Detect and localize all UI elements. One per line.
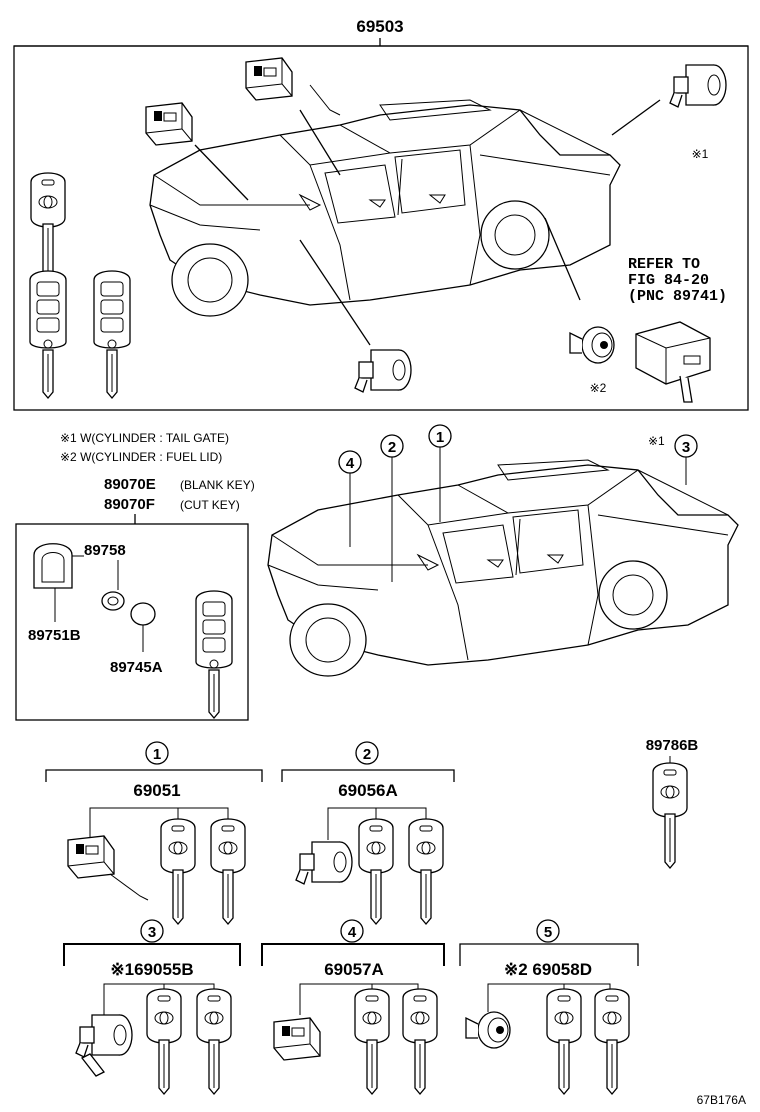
lock-cylinder-icon (295, 841, 353, 885)
middle-mark: ※1 (648, 434, 665, 448)
lock-cylinder-icon (354, 349, 412, 393)
kit1-number: 69051 (133, 781, 180, 800)
kit5-number: ※2 69058D (504, 960, 592, 979)
note-mark-1: ※1 (692, 147, 709, 161)
refer-line-1: REFER TO (628, 256, 700, 273)
part-89745a: 89745A (110, 659, 163, 676)
fuel-cylinder-icon (465, 1011, 511, 1049)
key-icon (30, 172, 66, 279)
note-2: ※2 W(CYLINDER : FUEL LID) (60, 450, 222, 464)
key-parts-frame (15, 523, 249, 721)
cut-key-desc: (CUT KEY) (180, 498, 240, 512)
battery-icon (130, 602, 156, 626)
kit1-circle: 1 (153, 746, 161, 763)
key-icon (354, 988, 390, 1095)
spare-key-number: 89786B (646, 737, 699, 754)
part-89758: 89758 (84, 542, 126, 559)
kit3-circle: 3 (148, 924, 156, 941)
callout-4: 4 (346, 455, 355, 472)
cut-key-number: 89070F (104, 496, 155, 513)
fob-key-icon (29, 270, 67, 399)
kit4-number: 69057A (324, 960, 384, 979)
kit3-number: ※169055B (110, 960, 193, 979)
ecu-module-icon (635, 321, 711, 403)
part-89751b: 89751B (28, 627, 81, 644)
callout-2: 2 (388, 439, 396, 456)
lock-cylinder-icon (273, 1017, 321, 1061)
kit2-number: 69056A (338, 781, 398, 800)
diagram-code: 67B176A (697, 1093, 746, 1107)
lock-cylinder-icon (669, 64, 727, 108)
truck-illustration-middle (267, 459, 739, 677)
refer-line-2: FIG 84-20 (628, 272, 709, 289)
kit2-circle: 2 (363, 746, 371, 763)
fuel-cylinder-icon (569, 326, 615, 364)
callout-3: 3 (682, 439, 690, 456)
note-mark-2: ※2 (590, 381, 607, 395)
lock-cylinder-icon (245, 57, 293, 101)
callout-1: 1 (436, 429, 444, 446)
kit4-circle: 4 (348, 924, 357, 941)
blank-key-number: 89070E (104, 476, 156, 493)
key-icon (358, 818, 394, 925)
key-icon (408, 818, 444, 925)
key-icon (546, 988, 582, 1095)
key-icon (146, 988, 182, 1095)
key-cover-icon (33, 543, 73, 589)
key-icon (652, 762, 688, 869)
key-icon (402, 988, 438, 1095)
key-icon (210, 818, 246, 925)
lock-cylinder-icon (75, 1014, 133, 1058)
assembly-number: 69503 (356, 17, 403, 36)
blank-key-desc: (BLANK KEY) (180, 478, 255, 492)
lock-cylinder-icon (145, 102, 193, 146)
fob-key-icon (195, 590, 233, 719)
refer-line-3: (PNC 89741) (628, 288, 727, 305)
fob-key-icon (93, 270, 131, 399)
assembly-frame (13, 45, 749, 411)
truck-illustration-top (149, 99, 621, 317)
o-ring-icon (101, 591, 125, 611)
key-icon (594, 988, 630, 1095)
lock-cylinder-icon (67, 835, 115, 879)
note-1: ※1 W(CYLINDER : TAIL GATE) (60, 431, 229, 445)
key-icon (160, 818, 196, 925)
kit5-circle: 5 (544, 924, 552, 941)
key-icon (196, 988, 232, 1095)
